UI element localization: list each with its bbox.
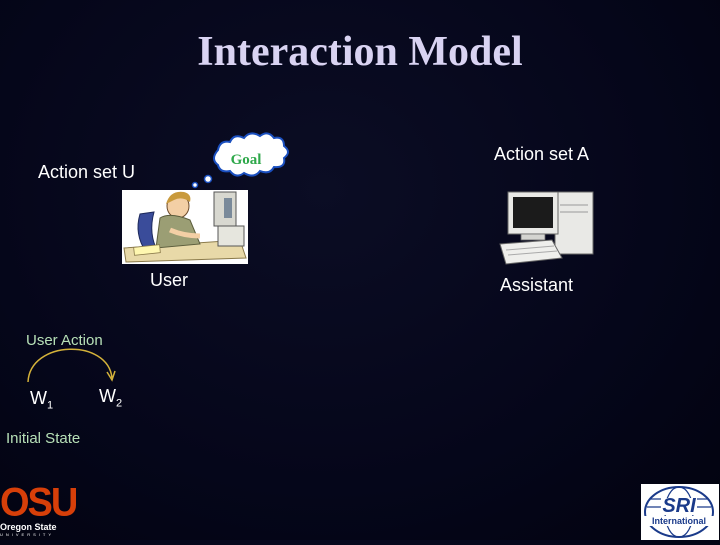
sri-logo: SRI International [641,484,719,540]
state-w1: W1 [30,388,53,412]
osu-logo-mark: OSU [0,480,78,526]
assistant-computer-clipart [499,191,594,265]
goal-thought-bubble: Goal [191,132,289,189]
initial-state-label: Initial State [6,430,81,447]
state-w1-base: W [30,388,47,408]
osu-logo: OSU Oregon State UNIVERSITY [0,480,78,540]
sri-logo-name: International [641,516,717,526]
slide-title: Interaction Model [197,29,523,75]
sri-logo-mark: SRI [662,495,696,517]
osu-logo-name: Oregon State [0,522,57,532]
thought-dot-large [203,174,213,184]
action-set-u-label: Action set U [38,162,136,182]
state-w2-subscript: 2 [116,397,123,410]
user-action-label: User Action [26,332,103,349]
user-action-arrowhead [106,370,116,382]
osu-logo-university: UNIVERSITY [0,532,55,537]
assistant-label: Assistant [500,275,574,295]
action-set-a-label: Action set A [494,144,590,164]
state-w1-subscript: 1 [47,399,54,412]
thought-dot-small [191,181,199,189]
user-label: User [150,270,189,290]
goal-text: Goal [231,152,262,168]
user-clipart [122,190,248,264]
user-action-arc [27,348,113,383]
state-w2: W2 [99,386,122,410]
state-w2-base: W [99,386,116,406]
